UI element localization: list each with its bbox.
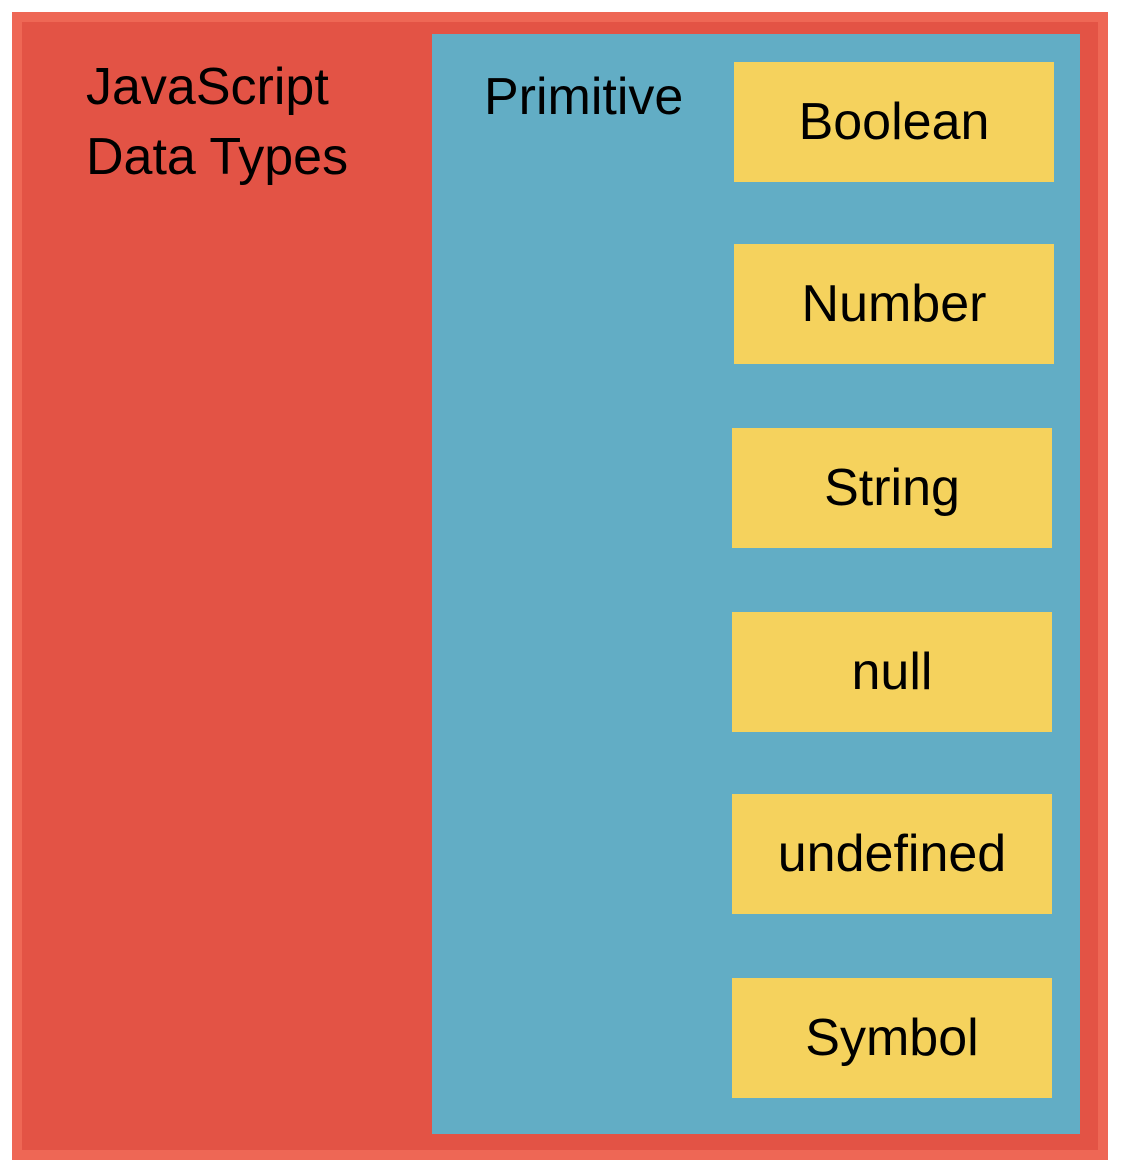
type-number: Number [734,244,1054,364]
type-symbol: Symbol [732,978,1052,1098]
javascript-data-types-container: JavaScript Data Types Primitive Boolean … [12,12,1108,1160]
type-boolean: Boolean [734,62,1054,182]
type-string: String [732,428,1052,548]
diagram-title: JavaScript Data Types [86,58,349,186]
type-null: null [732,612,1052,732]
primitive-label: Primitive [484,68,684,126]
type-undefined: undefined [732,794,1052,914]
primitive-group: Primitive Boolean Number String null und… [432,34,1080,1134]
